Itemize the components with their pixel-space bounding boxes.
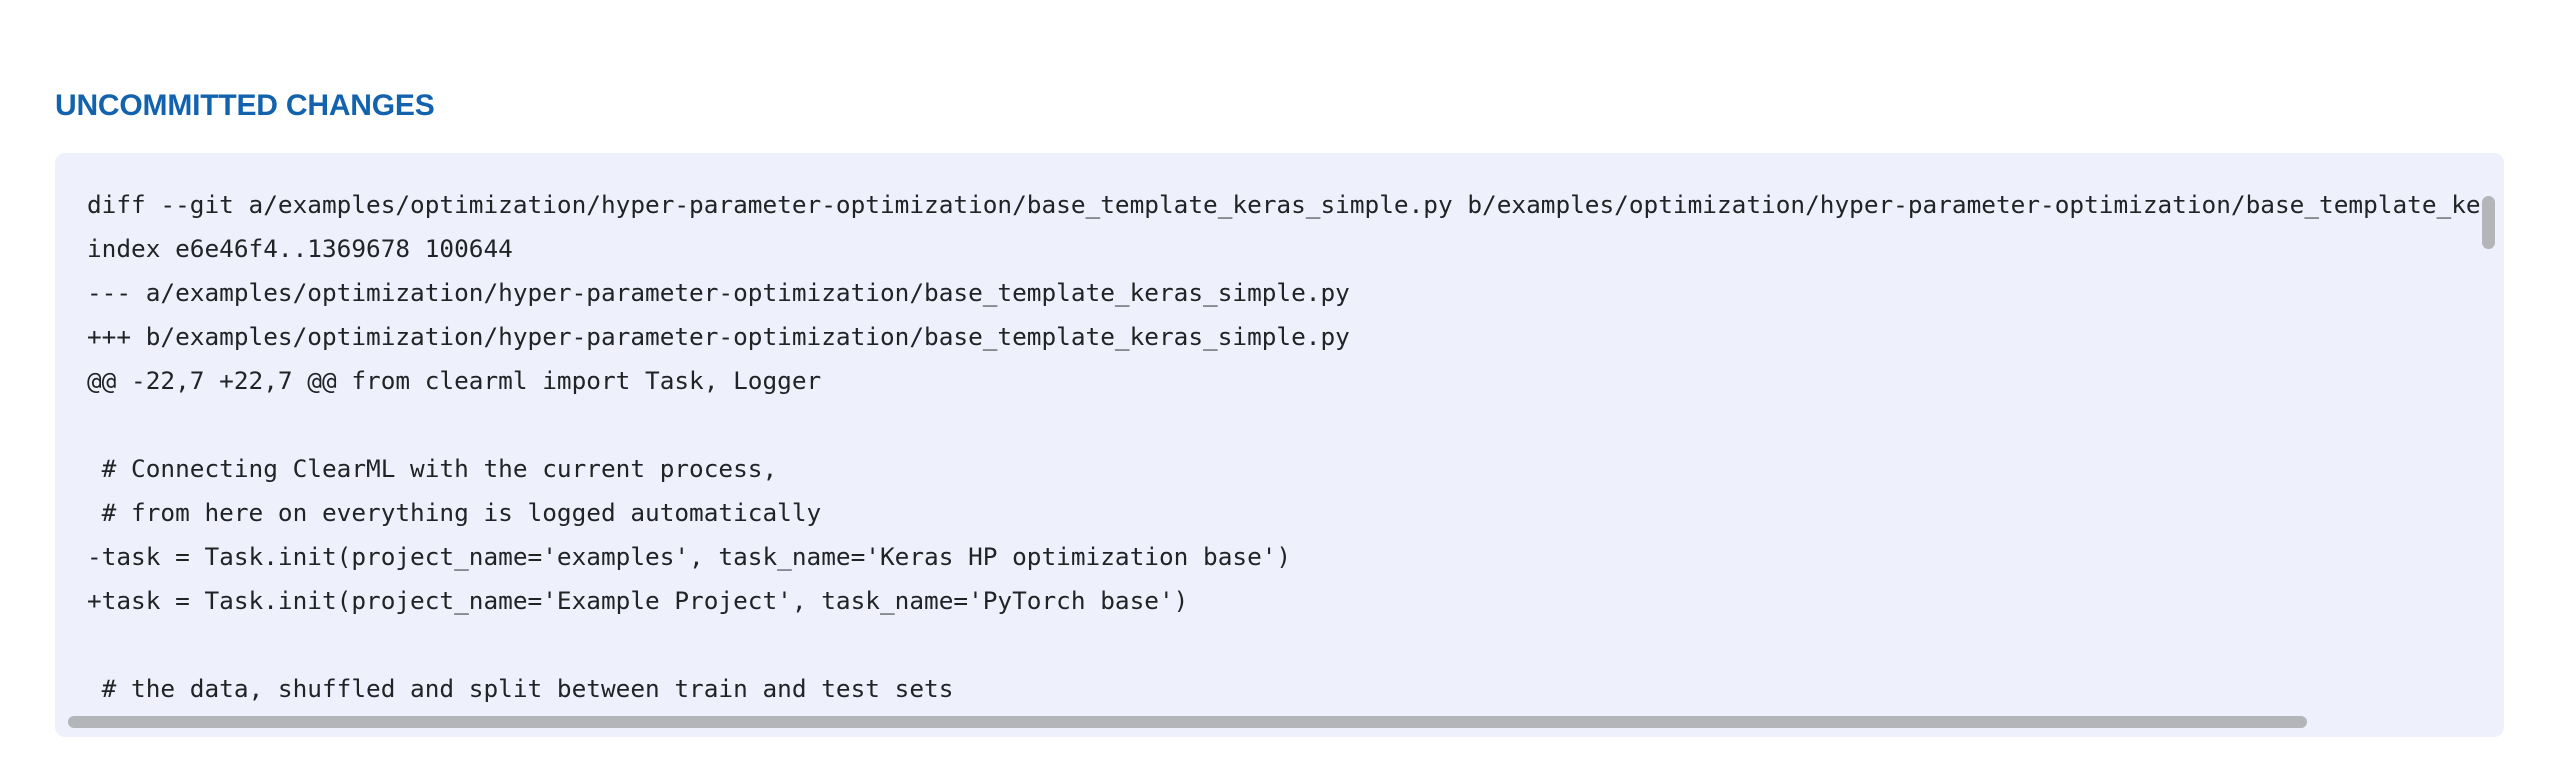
diff-line: index e6e46f4..1369678 100644 xyxy=(87,234,513,263)
diff-line: # the data, shuffled and split between t… xyxy=(87,674,954,703)
diff-line: diff --git a/examples/optimization/hyper… xyxy=(87,190,2482,219)
diff-line: --- a/examples/optimization/hyper-parame… xyxy=(87,278,1350,307)
diff-content[interactable]: diff --git a/examples/optimization/hyper… xyxy=(87,183,2482,711)
diff-line: -task = Task.init(project_name='examples… xyxy=(87,542,1292,571)
diff-line: @@ -22,7 +22,7 @@ from clearml import Ta… xyxy=(87,366,822,395)
horizontal-scrollbar-thumb[interactable] xyxy=(68,716,2307,728)
uncommitted-changes-panel: diff --git a/examples/optimization/hyper… xyxy=(55,153,2504,737)
diff-line: # Connecting ClearML with the current pr… xyxy=(87,454,778,483)
diff-line: +task = Task.init(project_name='Example … xyxy=(87,586,1189,615)
diff-line xyxy=(87,623,2482,667)
diff-line: +++ b/examples/optimization/hyper-parame… xyxy=(87,322,1350,351)
page-title: UNCOMMITTED CHANGES xyxy=(55,89,435,122)
diff-line xyxy=(87,403,2482,447)
diff-line: # from here on everything is logged auto… xyxy=(87,498,822,527)
vertical-scrollbar-thumb[interactable] xyxy=(2482,196,2495,249)
